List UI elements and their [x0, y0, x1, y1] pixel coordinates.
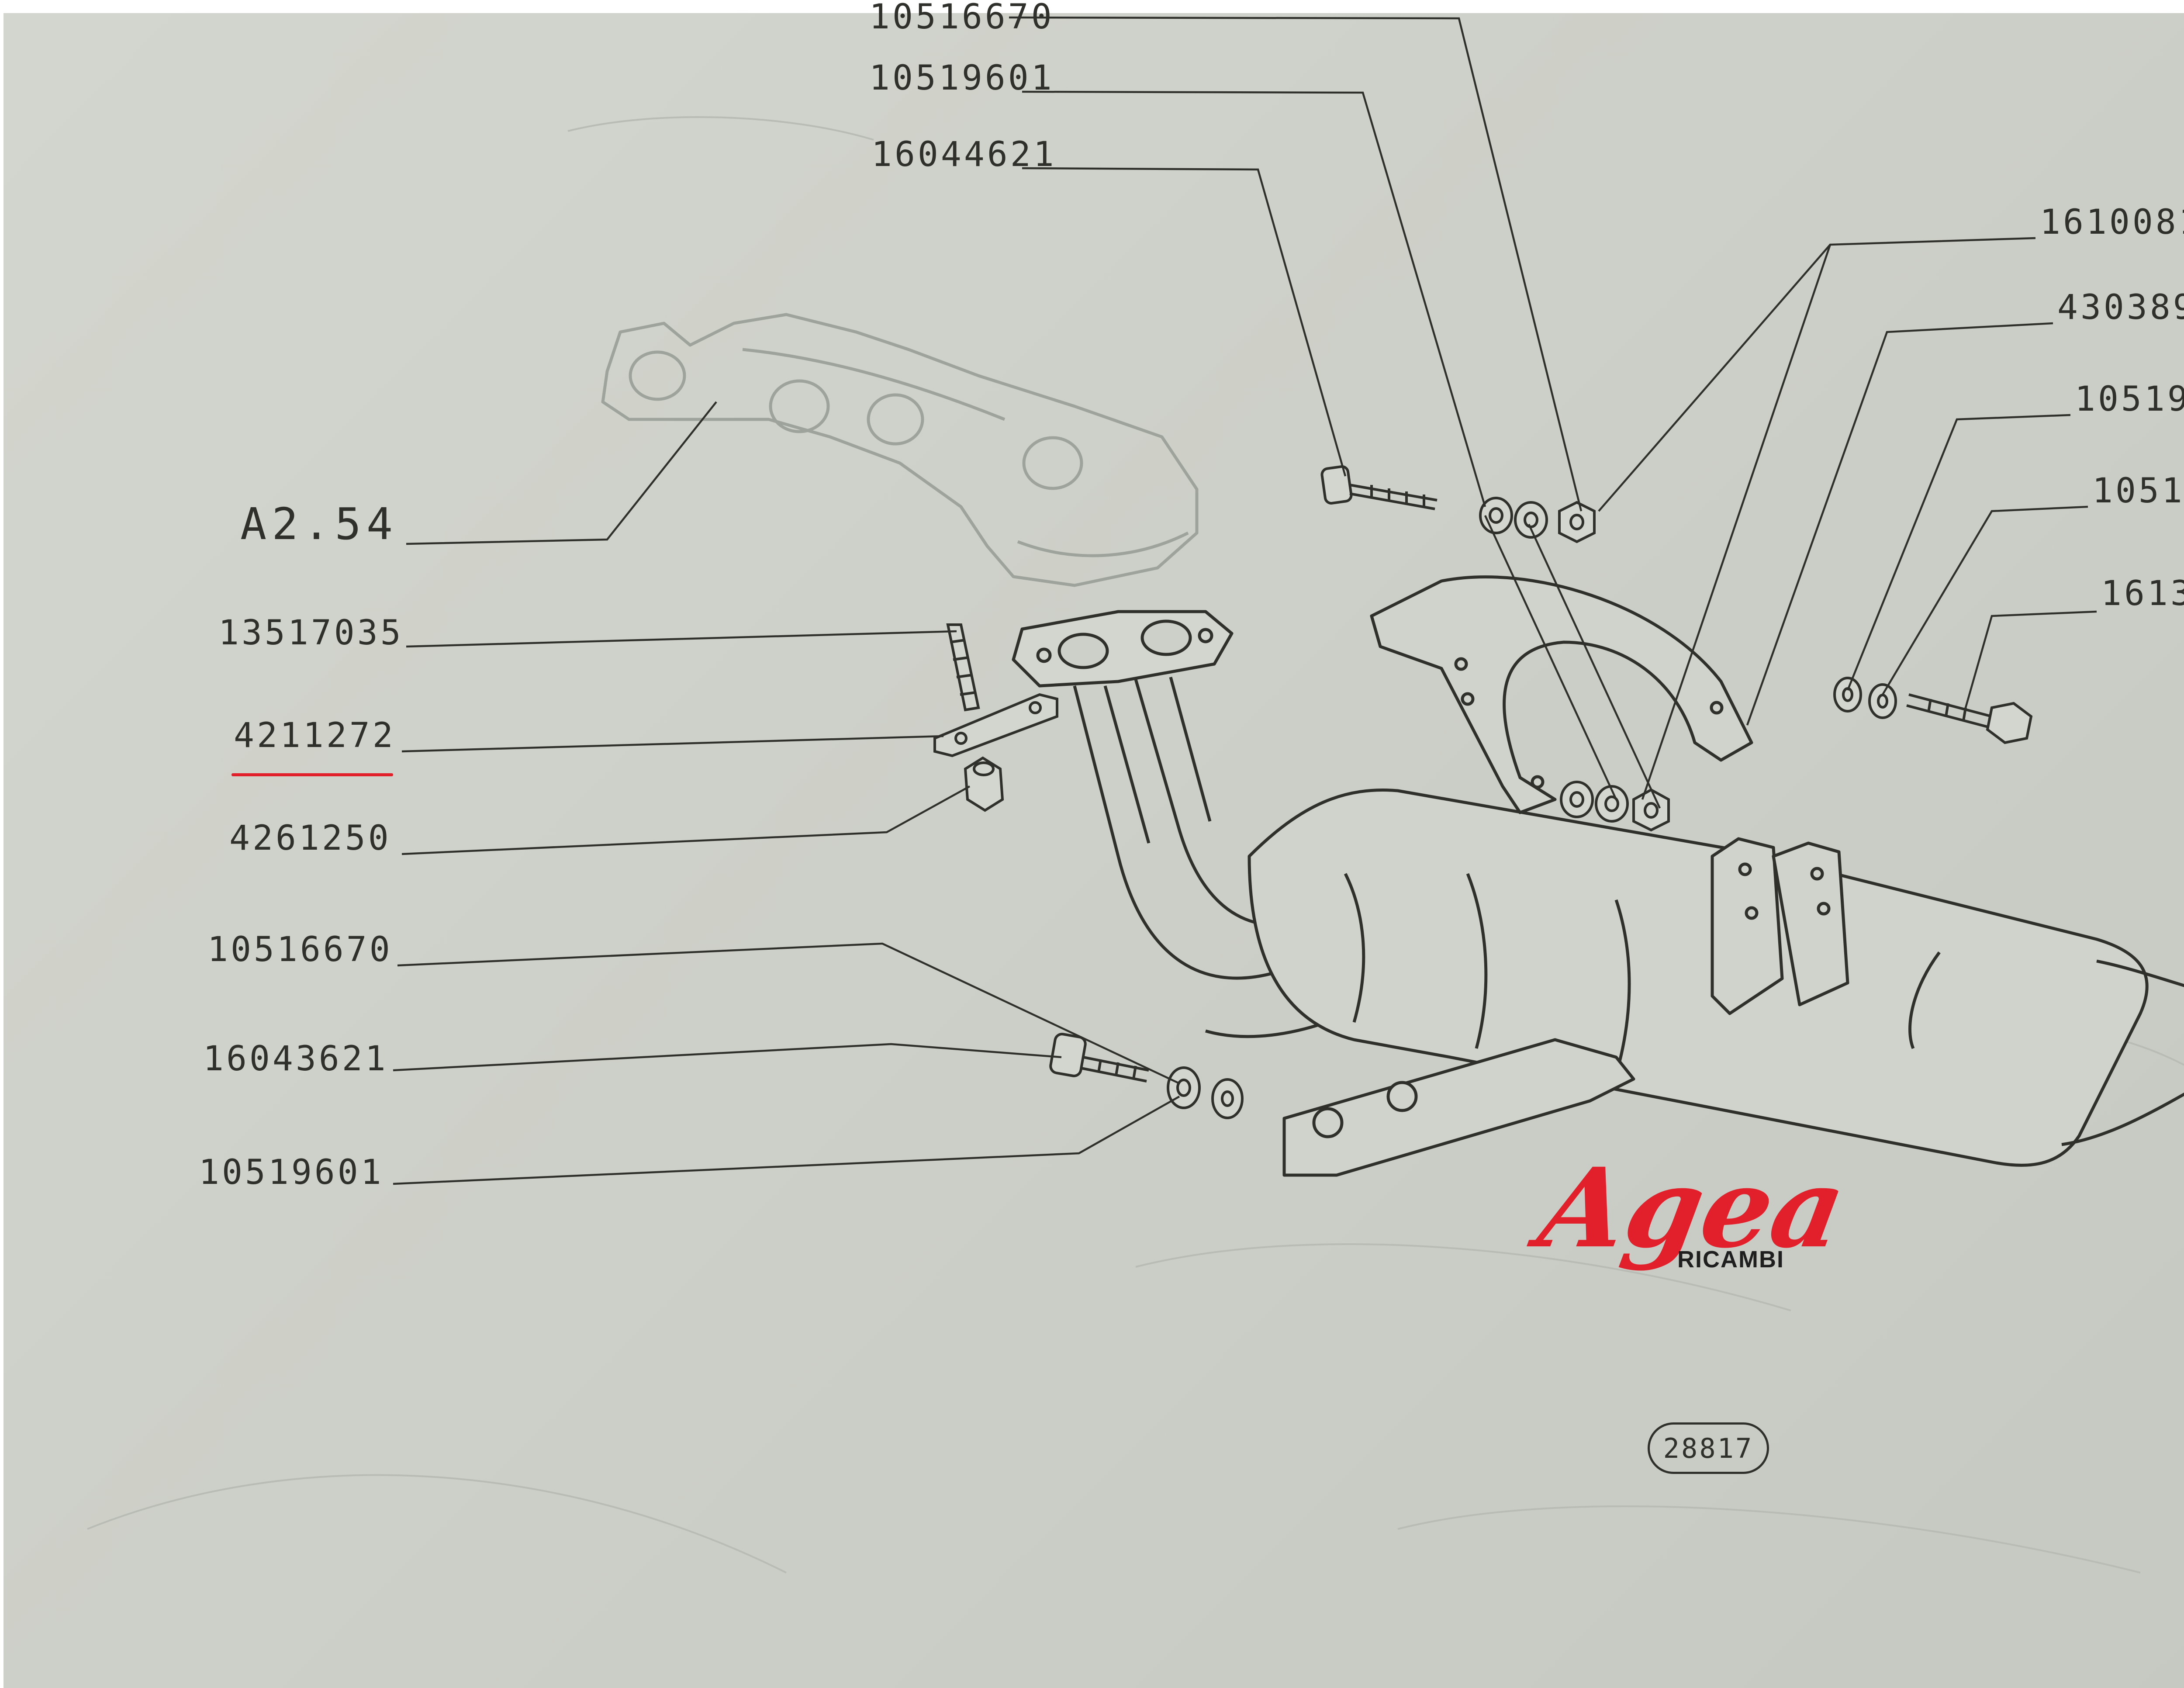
agea-watermark-logo: Agea RICAMBI	[1531, 1144, 1855, 1293]
part-label-right-1: 16100811	[2040, 203, 2184, 242]
photo-border-left	[0, 0, 3, 1688]
part-label-left-4: 10516670	[207, 930, 393, 969]
part-label-left-2: 4211272	[234, 716, 396, 755]
part-label-top-1: 10519601	[869, 59, 1054, 98]
part-label-right-5: 16136721	[2101, 574, 2184, 613]
highlight-underline	[232, 773, 393, 776]
part-label-left-1: 13517035	[218, 613, 404, 653]
lower-support-bracket	[1282, 1038, 1635, 1177]
photo-border-top	[0, 0, 2184, 13]
part-label-left-6: 10519601	[199, 1153, 384, 1192]
stud	[946, 623, 980, 712]
part-label-right-3: 10519601	[2075, 380, 2184, 419]
silencer-body	[1248, 789, 2184, 1167]
part-label-a254: A2.54	[240, 498, 398, 550]
part-label-right-2: 4303893	[2057, 288, 2184, 327]
figure-reference-badge: 28817	[1648, 1422, 1769, 1474]
washers-top	[1479, 497, 1596, 543]
leader-lines	[393, 16, 2097, 1185]
part-label-right-4: 10516670	[2092, 471, 2184, 511]
spacer-nut	[964, 756, 1004, 812]
exhaust-manifold	[601, 313, 1199, 587]
part-label-left-3: 4261250	[229, 819, 391, 858]
rear-hanger-bracket	[1711, 837, 1849, 1015]
part-label-top-2: 16044621	[871, 135, 1057, 174]
ghost-background-lines	[87, 116, 2184, 1574]
bolt-top	[1320, 465, 1438, 510]
logo-subtitle: RICAMBI	[1677, 1246, 1784, 1273]
bolt-right	[1833, 677, 2033, 744]
part-label-left-5: 16043621	[203, 1039, 388, 1079]
plate-4211272	[933, 693, 1058, 758]
flange-gasket	[1012, 610, 1234, 688]
figure-reference-number: 28817	[1663, 1432, 1754, 1464]
part-label-top-cut: 10516670	[869, 0, 1054, 37]
crescent-bracket	[1370, 575, 1753, 814]
bolt-lower	[1049, 1033, 1244, 1119]
